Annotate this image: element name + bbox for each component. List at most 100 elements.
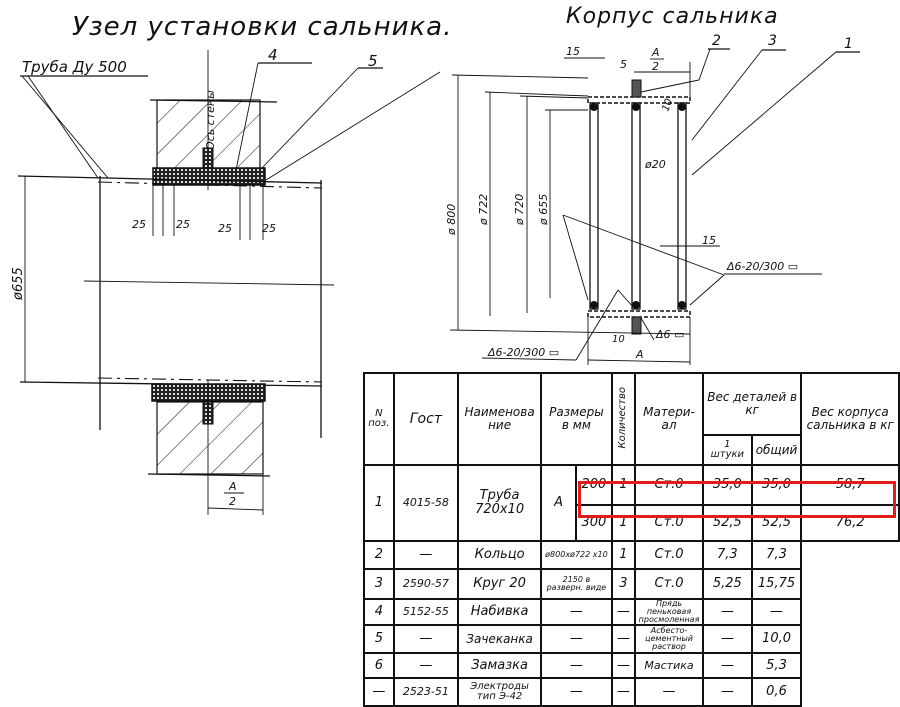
cell-qty: 1 [610, 540, 637, 570]
cell-name: Круг 20 [457, 568, 543, 600]
cell-material: Ст.0 [634, 464, 704, 506]
cell-pos: 6 [363, 652, 395, 679]
cell-weight-unit: 7,3 [701, 540, 753, 570]
cell-housing-weight: 76,2 [800, 504, 900, 542]
cell-qty: — [610, 624, 637, 654]
header-housing-weight: Вес корпуса сальника в кг [800, 372, 900, 466]
cell-name: Электроды тип Э-42 [457, 677, 543, 707]
ring-top [631, 79, 642, 98]
table-row: 3 2590-57 Круг 20 2150 в разверн. виде 3… [363, 568, 899, 600]
header-qty: Количество [610, 372, 637, 466]
wall-axis-label: Ось стены [204, 90, 217, 150]
housing-half-num: А [651, 46, 660, 59]
rib-offset-dim: 10 [612, 334, 625, 345]
half-length-num: А [228, 480, 237, 493]
callout-1: 1 [844, 36, 853, 52]
cell-weight-total: 52,5 [750, 504, 803, 542]
cell-name: Кольцо [457, 540, 543, 570]
cell-material: — [634, 677, 704, 707]
cell-qty: — [610, 677, 637, 707]
cell-name: Набивка [457, 598, 543, 626]
header-weight-unit: 1 штуки [701, 434, 753, 466]
cell-size: — [540, 652, 613, 679]
cell-pos: 5 [363, 624, 395, 654]
cell-pos: 4 [363, 598, 395, 626]
cell-qty: — [610, 652, 637, 679]
table-row-highlighted: 300 1 Ст.0 52,5 52,5 76,2 [364, 504, 900, 542]
cell-weight-total: 5,3 [750, 652, 803, 679]
cell-weight-unit: — [701, 652, 753, 679]
cell-weight-unit: 52,5 [701, 504, 753, 542]
header-weight-group: Вес деталей в кг [701, 372, 803, 436]
cell-pos: — [363, 677, 395, 707]
ring-bottom [631, 316, 642, 335]
rod-diameter-dim: ø20 [644, 158, 666, 171]
header-qty-text: Количество [617, 386, 629, 449]
upper-packing [152, 167, 266, 186]
cell-qty: 1 [610, 464, 637, 506]
header-pos: N поз. [363, 372, 395, 466]
cell-material: Мастика [634, 652, 704, 679]
cell-weight-unit: — [701, 598, 753, 626]
cell-size: — [540, 624, 613, 654]
cell-name: Труба 720x10 [457, 464, 543, 542]
cell-weight-total: 10,0 [750, 624, 803, 654]
cell-size: — [540, 598, 613, 626]
rib-width-dim: 5 [620, 58, 627, 71]
cell-weight-total: 7,3 [750, 540, 803, 570]
cell-weight-total: 35,0 [750, 464, 803, 506]
cell-pos: 3 [363, 568, 395, 600]
empty-cell [801, 541, 899, 706]
callout-4: 4 [268, 46, 278, 64]
cell-material: Ст.0 [634, 568, 704, 600]
cell-gost: — [392, 624, 460, 654]
diameter-655: ø 655 [537, 194, 550, 226]
pipe-diameter-dim: ø655 [11, 267, 26, 301]
cell-pos: 2 [363, 540, 395, 570]
table-row: 5 — Зачеканка — — Асбесто-цементный раст… [363, 624, 899, 654]
gap-dim-3: 25 [218, 222, 232, 235]
cell-size: 200 [575, 464, 613, 506]
diameter-800: ø 800 [445, 204, 458, 236]
table-row: 2 — Кольцо ø800xø722 x10 1 Ст.0 7,3 7,3 [363, 540, 899, 570]
weld-mark-right: Δ6-20/300 ▭ [726, 260, 798, 273]
cell-housing-weight: 58,7 [800, 464, 900, 506]
weld-mark-left: Δ6-20/300 ▭ [487, 346, 559, 359]
cell-weight-total: 15,75 [750, 568, 803, 600]
housing-title: Корпус сальника [566, 4, 779, 29]
housing-half-den: 2 [652, 60, 659, 73]
cell-gost: 2590-57 [392, 568, 460, 600]
cell-weight-unit: — [701, 624, 753, 654]
table-row: 6 — Замазка — — Мастика — 5,3 [363, 652, 899, 679]
table-header-row: N поз. Гост Наименова ние Размеры в мм К… [363, 372, 900, 466]
assembly-drawing: Труба Ду 500 Ось стены 4 5 25 25 25 25 ø… [11, 46, 441, 515]
header-gost: Гост [392, 372, 460, 466]
rods [589, 102, 687, 310]
cell-weight-unit: 5,25 [701, 568, 753, 600]
cell-material: Прядь пеньковая просмоленная [634, 598, 704, 626]
header-weight-total: общий [750, 434, 803, 466]
cell-name: Замазка [457, 652, 543, 679]
half-length-den: 2 [229, 495, 236, 508]
header-material: Матери- ал [634, 372, 704, 466]
housing-drawing: 2 3 1 15 5 А 2 10 ø20 15 ø 800 ø 722 ø 7… [445, 33, 860, 365]
cell-size-symbol: А [540, 464, 577, 542]
cell-qty: 1 [610, 504, 637, 542]
weld-mark-bottom: Δ6 ▭ [655, 328, 684, 341]
gap-dim-2: 25 [176, 218, 190, 231]
cell-gost: 4015-58 [392, 464, 460, 542]
gap-dim-4: 25 [262, 222, 276, 235]
callout-3: 3 [768, 33, 777, 49]
wall-thickness-dim: 10 [660, 97, 675, 113]
cell-size: ø800xø722 x10 [540, 540, 613, 570]
cell-weight-unit: 35,0 [701, 464, 753, 506]
cell-weight-total: 0,6 [750, 677, 803, 707]
header-name: Наименова ние [457, 372, 543, 466]
diameter-722: ø 722 [477, 194, 490, 226]
cell-qty: 3 [610, 568, 637, 600]
cell-size: 2150 в разверн. виде [540, 568, 613, 600]
cell-material: Ст.0 [634, 504, 704, 542]
assembly-title: Узел установки сальника. [72, 12, 453, 42]
cell-material: Асбесто-цементный раствор [634, 624, 704, 654]
lower-packing [151, 383, 266, 402]
